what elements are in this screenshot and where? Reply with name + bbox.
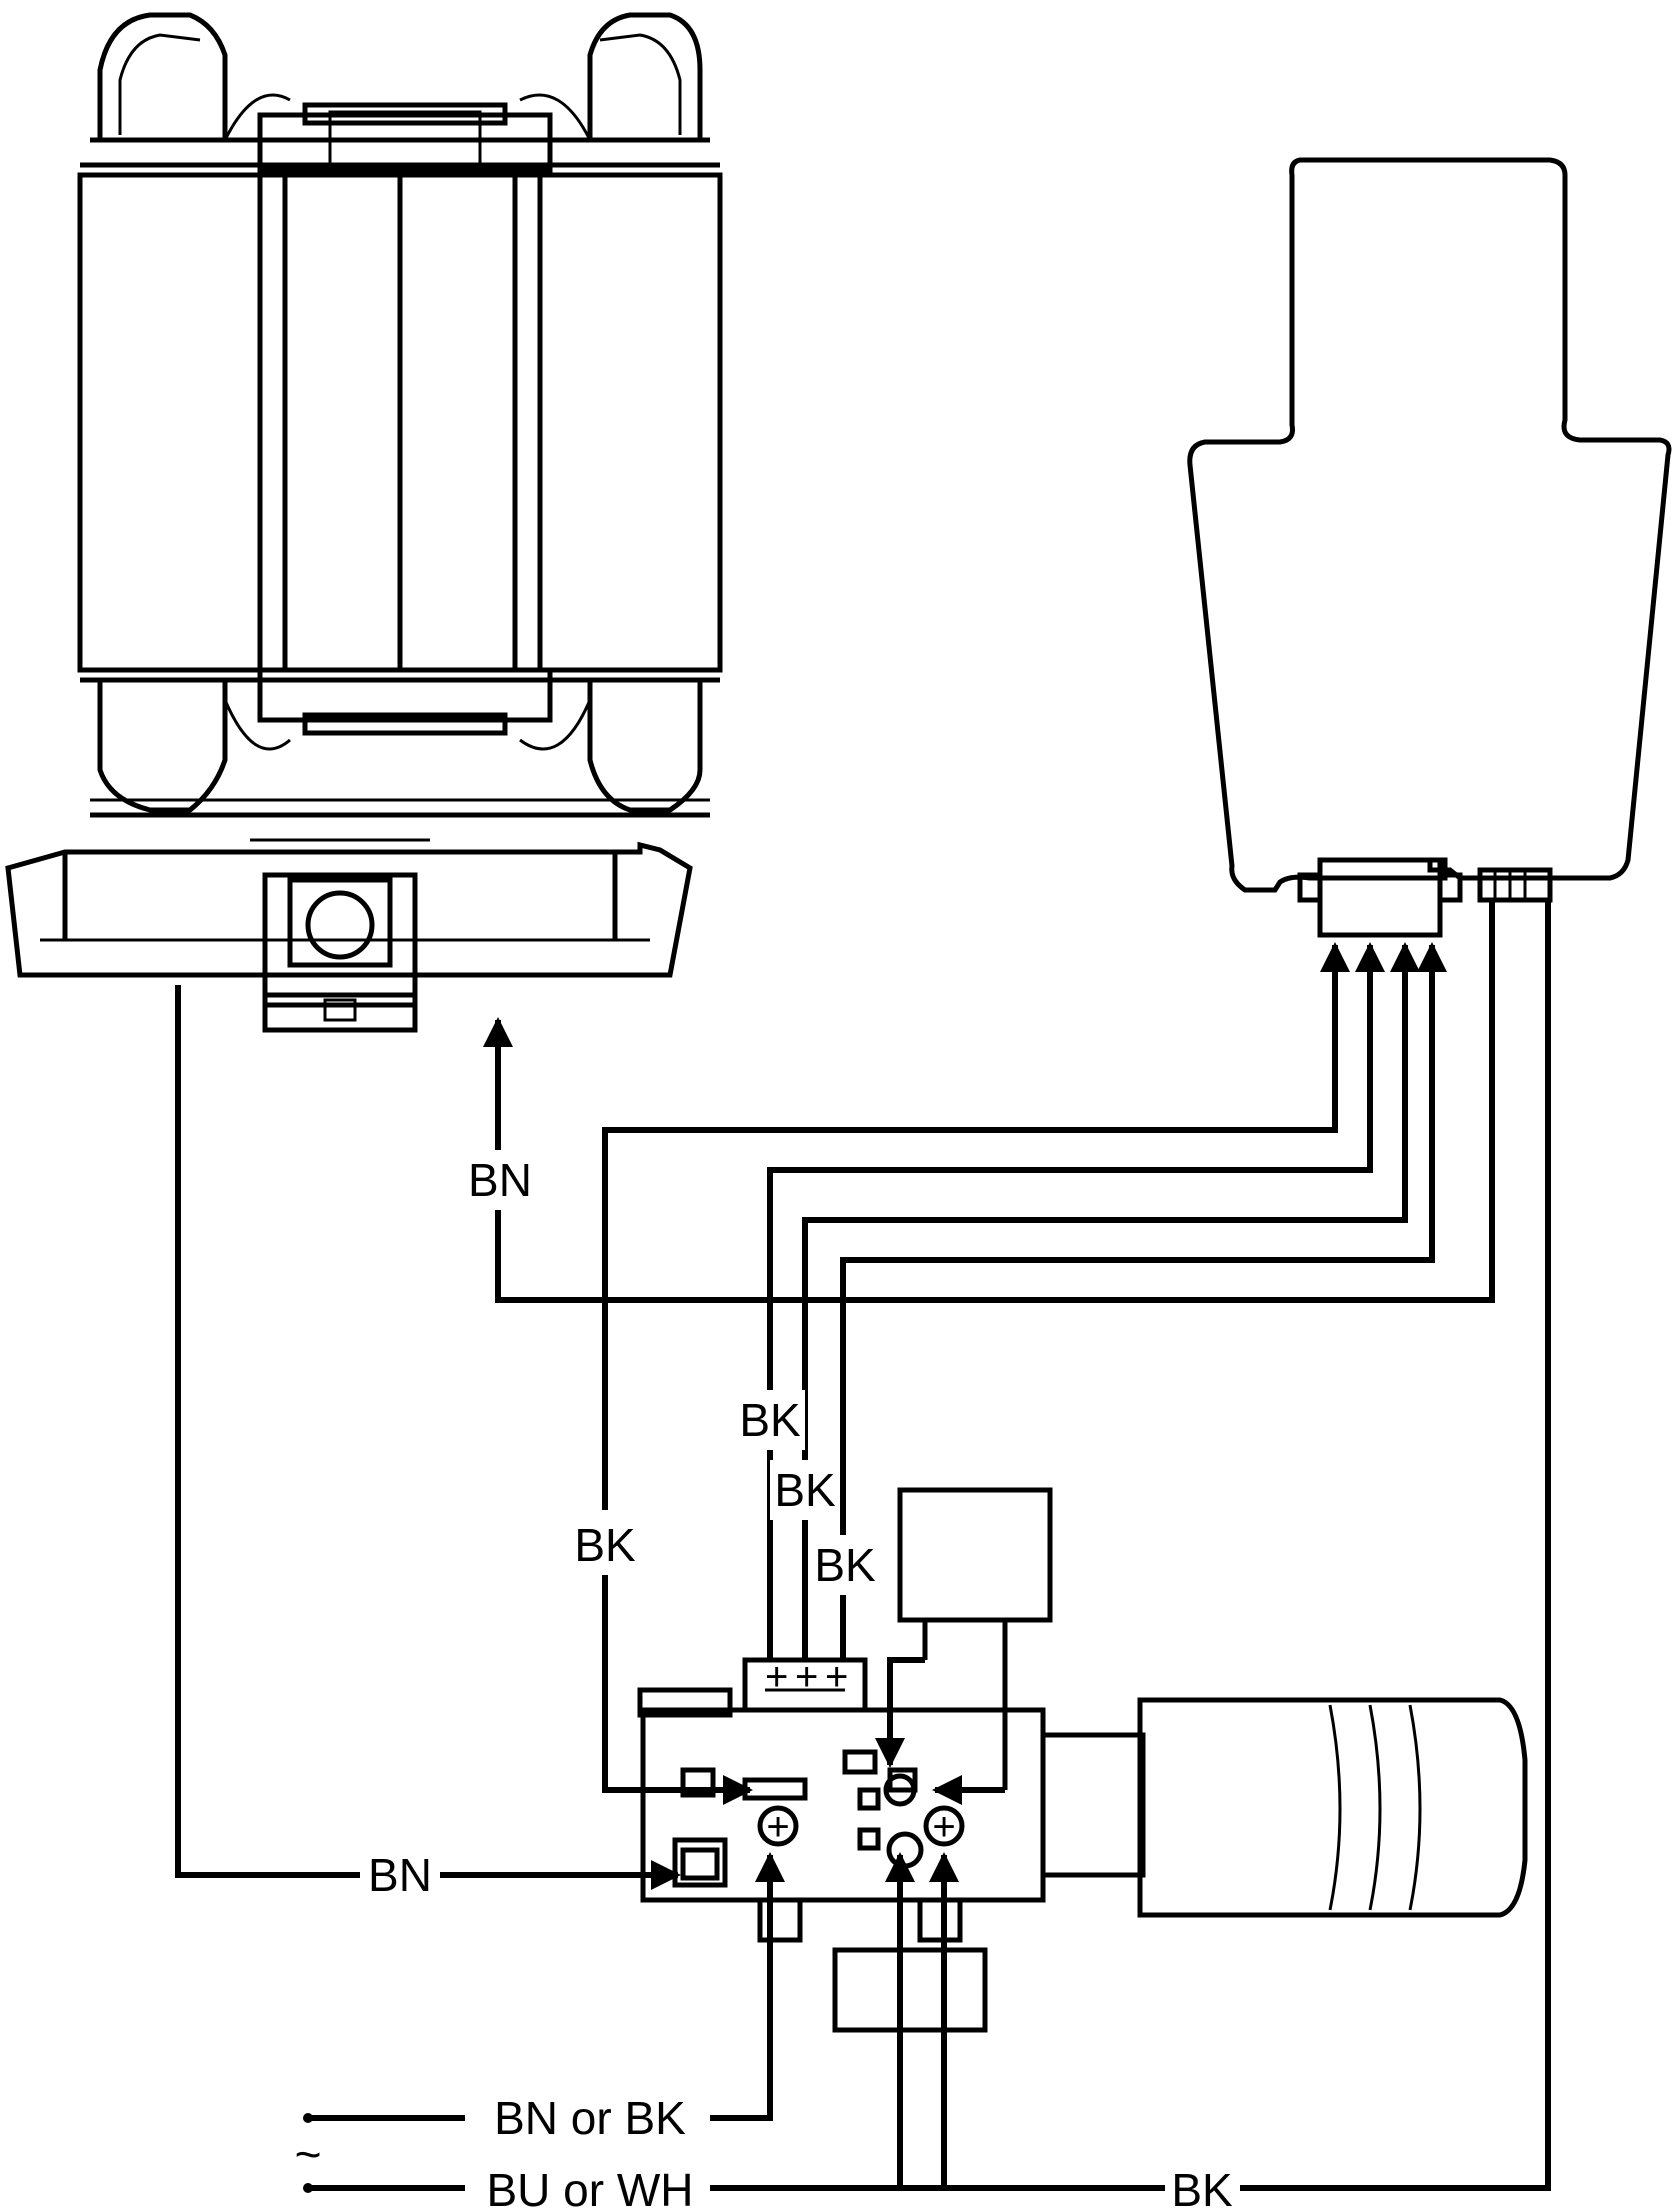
terminal-right — [923, 1805, 965, 1847]
wire-bn-motor-to-switch — [175, 985, 360, 1878]
label-backgrounds — [365, 1150, 1240, 2212]
handle-grip — [1137, 1697, 1528, 1918]
terminal-right-plus: + — [932, 1805, 955, 1849]
capacitor — [897, 1487, 1053, 1623]
terminal-left — [757, 1805, 799, 1847]
label-bk-2: BK — [774, 1464, 836, 1516]
label-bn-bottom: BN — [368, 1849, 432, 1901]
wire-bn-module-to-motor — [483, 900, 1495, 1303]
connector-plus-2: + — [795, 1655, 818, 1699]
terminal-left-plus: + — [766, 1805, 789, 1849]
label-bk-far: BK — [574, 1519, 636, 1571]
power-module-housing — [1187, 157, 1672, 938]
label-supply-neutral: BU or WH — [487, 2164, 694, 2212]
connector-plus-1: + — [765, 1655, 788, 1699]
label-bk-supply: BK — [1171, 2164, 1233, 2212]
switch-unit: + + + + + — [637, 1487, 1528, 2033]
ac-symbol: ~ — [295, 2128, 322, 2180]
wire-supply-live — [310, 1852, 785, 2121]
label-bk-1: BK — [739, 1394, 801, 1446]
motor — [5, 12, 723, 1033]
wire-bk-supply — [885, 900, 1551, 2191]
label-bk-3: BK — [814, 1539, 876, 1591]
wire-bk-far — [602, 942, 1350, 1510]
label-supply-live: BN or BK — [494, 2092, 686, 2144]
wire-bk-3 — [840, 942, 1447, 1660]
connector-plus-3: + — [825, 1655, 848, 1699]
wire-capacitor-left — [875, 1657, 925, 1768]
wire-bk-far-to-switch — [602, 1560, 753, 1805]
label-bn-left: BN — [468, 1154, 532, 1206]
labels: BN BN BK BK BK BK BK BN or BK BU or WH ~ — [295, 1154, 1233, 2212]
connector-block — [1317, 857, 1443, 938]
